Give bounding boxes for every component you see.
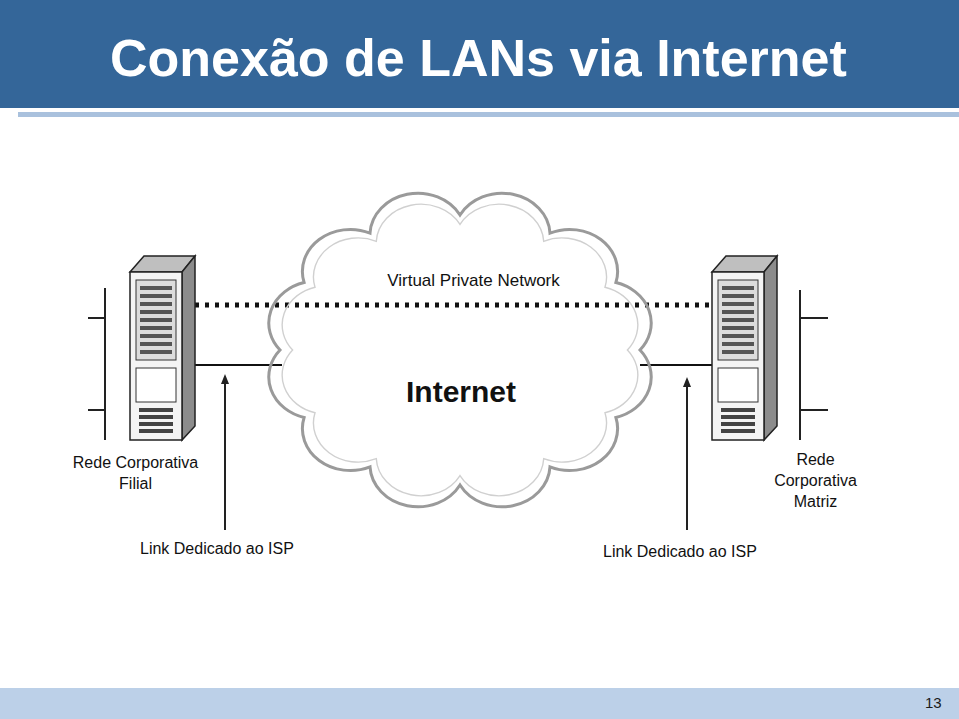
- slide-title: Conexão de LANs via Internet: [110, 32, 847, 84]
- page-number: 13: [925, 694, 942, 713]
- edge-label: Virtual Private Network: [385, 270, 562, 291]
- server-node: Rede Corporativa Matriz: [712, 250, 777, 440]
- server-tower: [712, 250, 777, 440]
- cloud-label: Internet: [282, 375, 640, 409]
- network-label: Rede Corporativa Filial: [68, 453, 203, 495]
- internet-cloud: [240, 185, 680, 515]
- server-tower: [130, 250, 195, 440]
- title-rule: [18, 112, 959, 117]
- internet-cloud-node: Internet: [282, 193, 640, 498]
- footer-bar: [0, 688, 959, 719]
- network-label: Rede Corporativa Matriz: [768, 450, 863, 512]
- server-node: Rede Corporativa Filial: [130, 250, 195, 440]
- link-label: Link Dedicado ao ISP: [140, 539, 294, 559]
- dedicated-link: [195, 364, 282, 366]
- link-label: Link Dedicado ao ISP: [603, 542, 757, 562]
